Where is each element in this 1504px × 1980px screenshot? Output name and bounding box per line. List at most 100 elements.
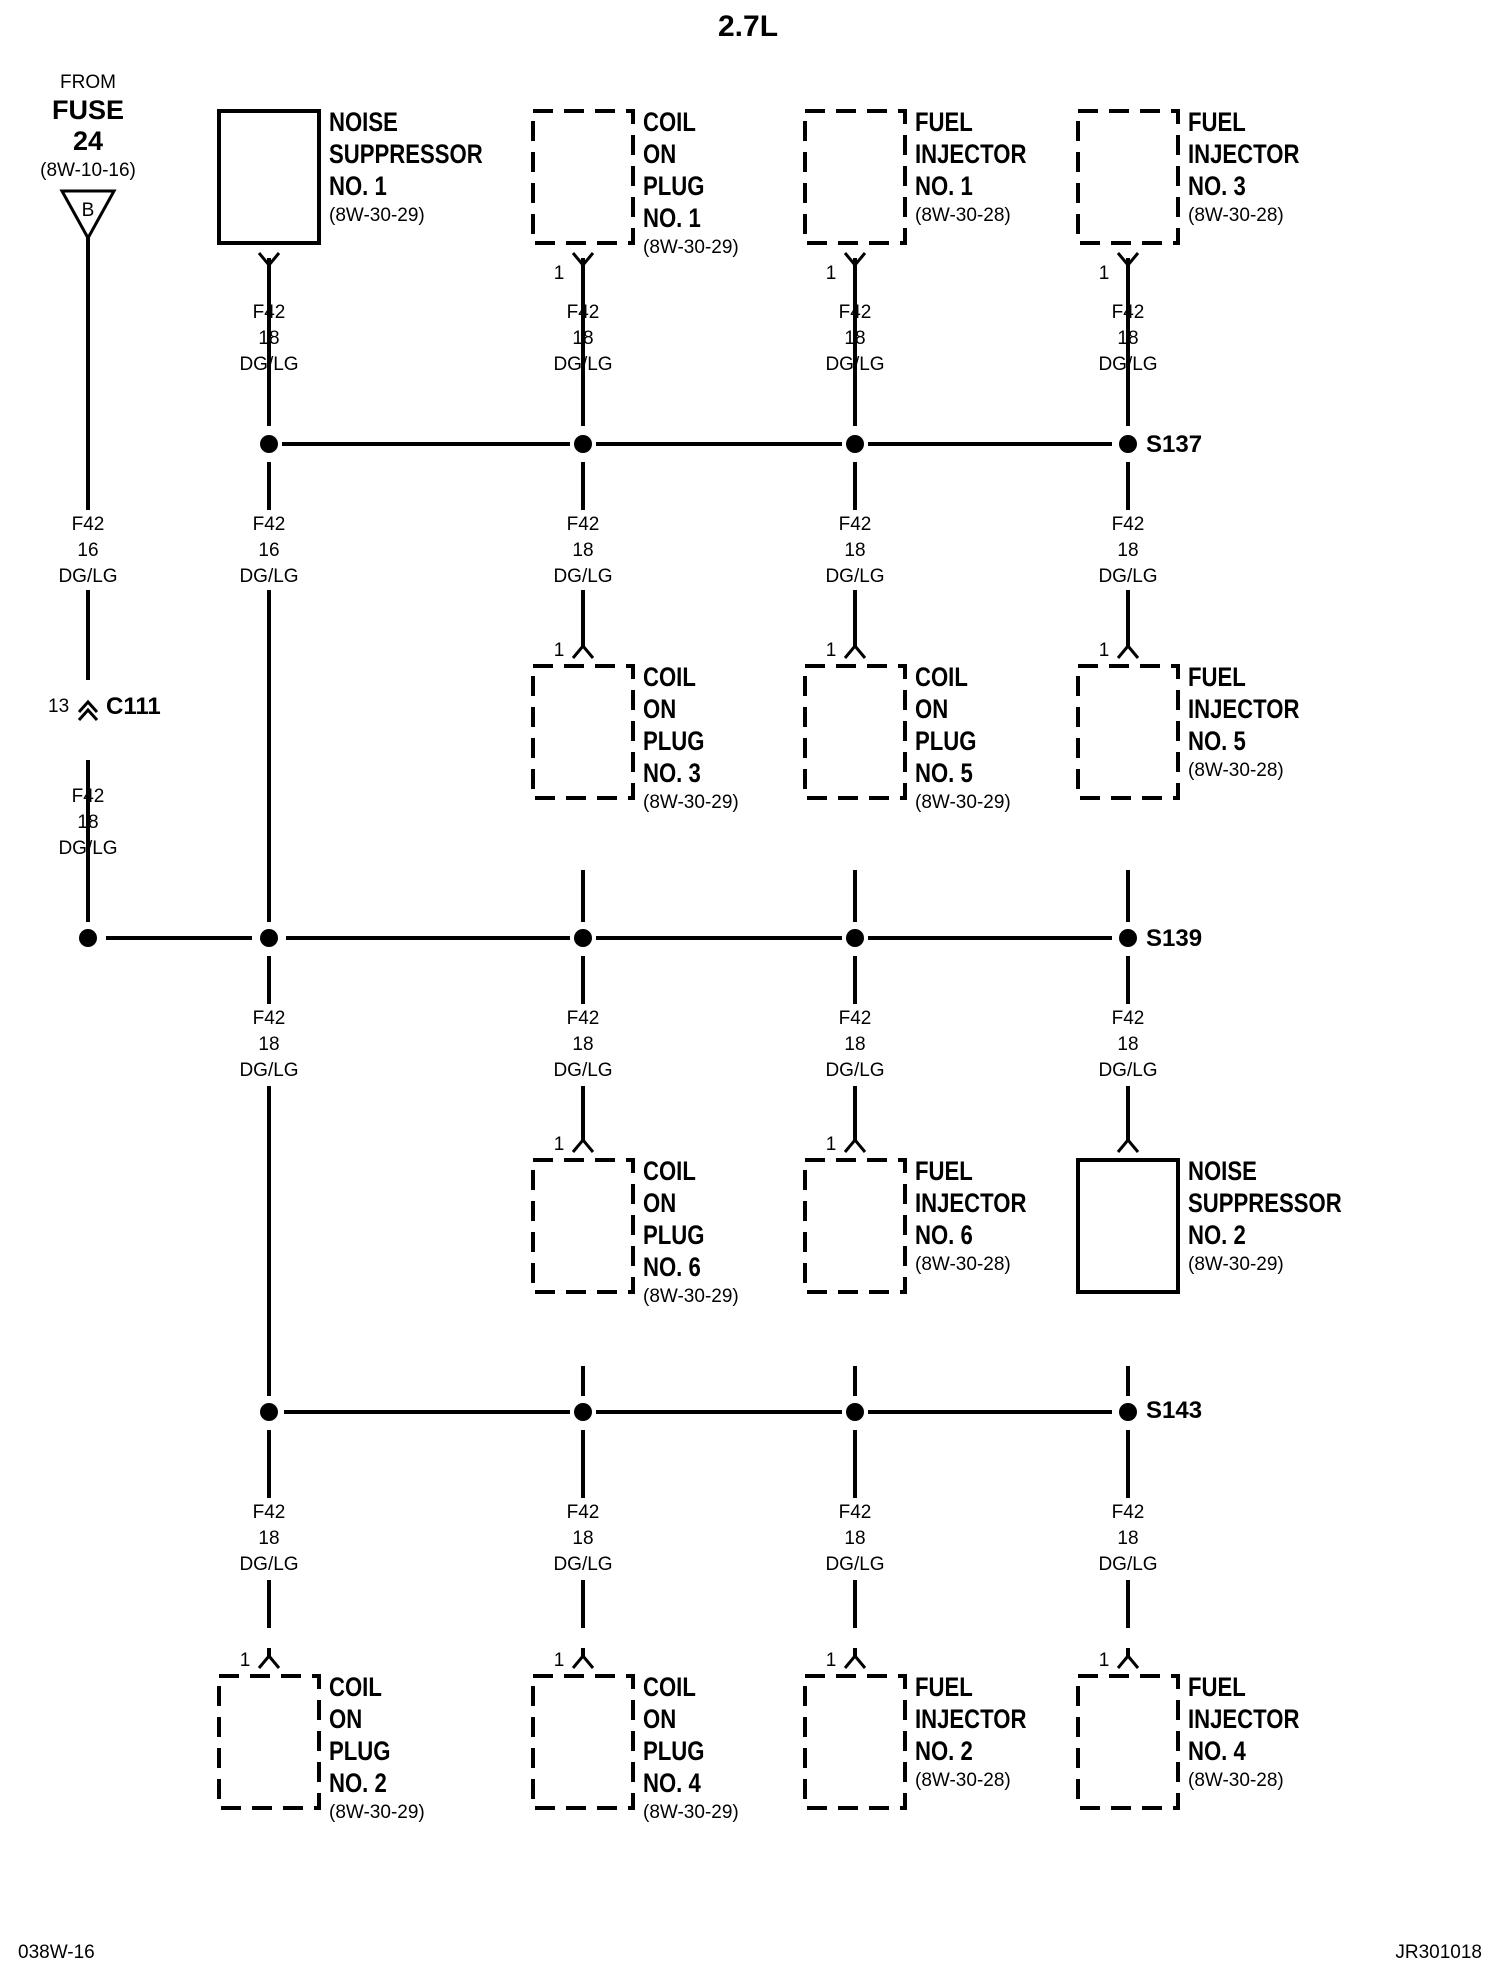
component-label: INJECTOR: [915, 140, 1027, 170]
splice-dot: [846, 929, 864, 947]
wire-gauge: 18: [258, 1528, 279, 1549]
component-label: INJECTOR: [1188, 1705, 1300, 1735]
splice-dot: [574, 1403, 592, 1421]
component-label: NO. 6: [915, 1221, 973, 1251]
component-label: PLUG: [643, 727, 704, 757]
splice-dot: [260, 1403, 278, 1421]
svg-text:24: 24: [73, 126, 103, 156]
component-label: NO. 6: [643, 1253, 701, 1283]
component-ref: (8W-30-29): [643, 1286, 739, 1307]
wire-color: DG/LG: [553, 566, 612, 587]
footer-left: 038W-16: [18, 1942, 95, 1963]
wire-circuit: F42: [1112, 302, 1145, 323]
component-label: NO. 2: [329, 1769, 387, 1799]
component-ref: (8W-30-29): [915, 792, 1011, 813]
svg-text:13: 13: [48, 696, 69, 717]
wire-color: DG/LG: [239, 1060, 298, 1081]
wire-color: DG/LG: [553, 1060, 612, 1081]
splice-dot: [1119, 929, 1137, 947]
pin-terminal-icon: [843, 1653, 867, 1669]
wire-color: DG/LG: [1098, 1554, 1157, 1575]
pin-number: 1: [554, 263, 565, 284]
wire-gauge: 18: [572, 540, 593, 561]
component-label: PLUG: [643, 1737, 704, 1767]
component-label: NOISE: [1188, 1157, 1257, 1187]
component-ref: (8W-30-29): [329, 1802, 425, 1823]
connector-c111: 13 C111: [48, 693, 161, 722]
wire-gauge: 18: [1117, 1528, 1138, 1549]
pin-terminal-icon: [257, 252, 281, 275]
component-label: PLUG: [915, 727, 976, 757]
wire-color: DG/LG: [239, 354, 298, 375]
wire-gauge: 18: [844, 1528, 865, 1549]
component-label: NO. 1: [329, 172, 387, 202]
wire-gauge: 18: [77, 812, 98, 833]
component-label: NO. 4: [643, 1769, 701, 1799]
component-box: [803, 1158, 907, 1294]
wire-gauge: 18: [258, 328, 279, 349]
pin-terminal-icon: [843, 1137, 867, 1153]
component-label: NO. 5: [915, 759, 973, 789]
wire-circuit: F42: [839, 514, 872, 535]
component-label: ON: [915, 695, 948, 725]
wire-circuit: F42: [1112, 1502, 1145, 1523]
wire-color: DG/LG: [58, 566, 117, 587]
splice-dot: [846, 1403, 864, 1421]
pin-number: 1: [1099, 263, 1110, 284]
wire-color: DG/LG: [239, 1554, 298, 1575]
component-label: SUPPRESSOR: [1188, 1189, 1342, 1219]
wire-color: DG/LG: [553, 1554, 612, 1575]
component-label: FUEL: [1188, 663, 1246, 693]
component-label: NO. 5: [1188, 727, 1246, 757]
wire-color: DG/LG: [1098, 1060, 1157, 1081]
component-box: [1076, 664, 1180, 800]
wire-gauge: 18: [844, 328, 865, 349]
component-box: [531, 1158, 635, 1294]
pin-number: 1: [554, 1650, 565, 1671]
component-label: NO. 1: [643, 204, 701, 234]
wire-color: DG/LG: [58, 838, 117, 859]
wire-circuit: F42: [567, 1008, 600, 1029]
pin-number: 1: [1099, 640, 1110, 661]
component-label: NO. 2: [915, 1737, 973, 1767]
pin-number: 1: [240, 1650, 251, 1671]
footer-right: JR301018: [1395, 1942, 1482, 1963]
component-label: ON: [643, 695, 676, 725]
component-label: SUPPRESSOR: [329, 140, 483, 170]
component-label: PLUG: [643, 1221, 704, 1251]
component-box: [803, 664, 907, 800]
pin-number: 1: [1099, 1650, 1110, 1671]
wire-circuit: F42: [839, 302, 872, 323]
component-label: FUEL: [1188, 108, 1246, 138]
pin-terminal-icon: [1116, 1653, 1140, 1669]
component-box: [1076, 109, 1180, 245]
component-ref: (8W-30-28): [1188, 205, 1284, 226]
labels: F4218DG/LGF4218DG/LGF4218DG/LGF4218DG/LG…: [58, 302, 1157, 1575]
component-label: ON: [643, 1189, 676, 1219]
pin-terminal-icon: [843, 252, 867, 275]
page-title: 2.7L: [718, 10, 778, 43]
connector-chevron-icon: [77, 699, 99, 722]
wire-gauge: 18: [1117, 1034, 1138, 1055]
wire-circuit: F42: [839, 1502, 872, 1523]
splice-dot: [260, 435, 278, 453]
pin-number: 1: [826, 1650, 837, 1671]
wire-circuit: F42: [253, 1008, 286, 1029]
splice-s143: S143: [1146, 1397, 1202, 1424]
wire-circuit: F42: [253, 1502, 286, 1523]
svg-text:FROM: FROM: [60, 72, 116, 93]
component-ref: (8W-30-28): [1188, 1770, 1284, 1791]
component-box: [1076, 1674, 1180, 1810]
